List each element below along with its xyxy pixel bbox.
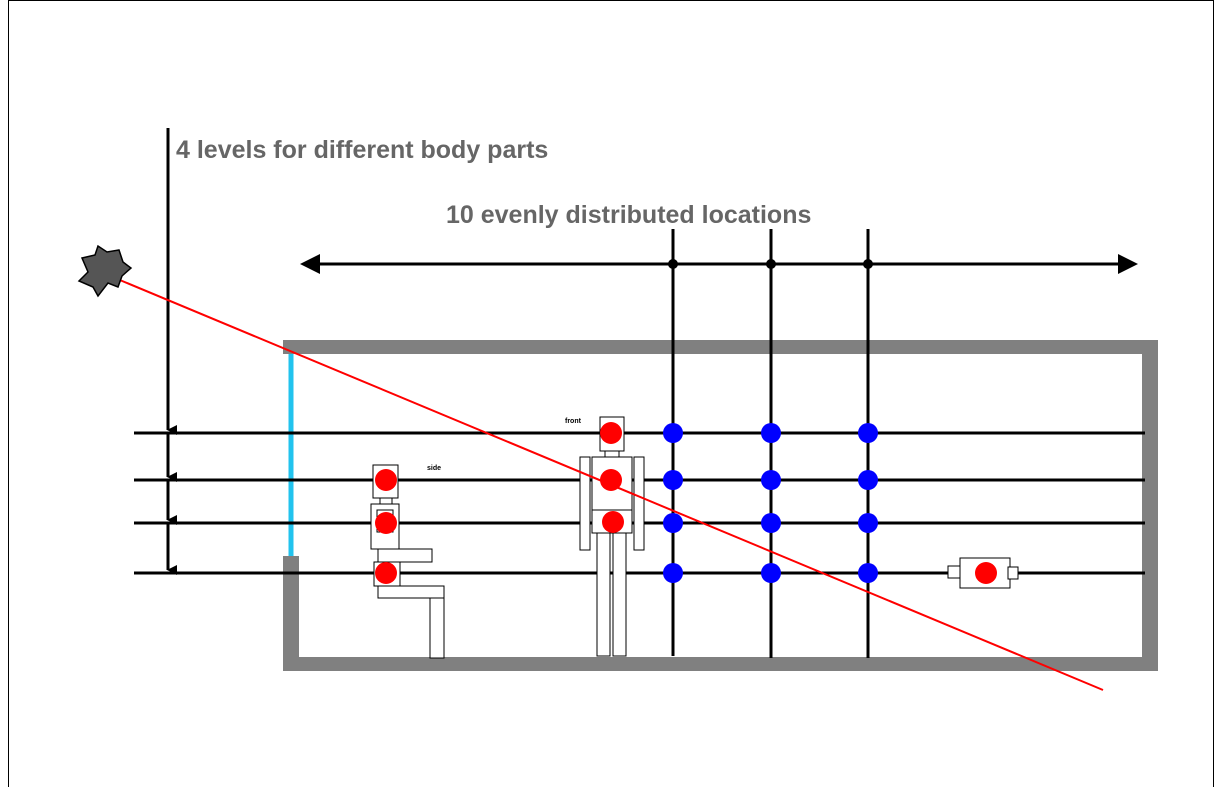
sensor-points	[663, 423, 878, 583]
body-point	[975, 562, 997, 584]
room-wall-bottom	[283, 657, 1158, 671]
front-label: front	[565, 418, 582, 425]
sensor-point	[663, 513, 683, 533]
seated-mannequin-side	[370, 464, 445, 659]
body-point	[602, 511, 624, 533]
sensor-point	[761, 513, 781, 533]
sensor-point	[858, 563, 878, 583]
sensor-point	[858, 513, 878, 533]
location-lines	[671, 229, 870, 658]
sensor-point	[761, 563, 781, 583]
sensor-point	[761, 423, 781, 443]
room-wall-top	[283, 340, 1158, 354]
sensor-point	[663, 563, 683, 583]
levels-title: 4 levels for different body parts	[176, 136, 548, 164]
locations-arrow	[300, 254, 1138, 274]
light-source-icon	[77, 244, 133, 298]
body-point	[600, 469, 622, 491]
body-point	[375, 562, 397, 584]
body-point	[600, 422, 622, 444]
room-wall-right	[1142, 340, 1158, 671]
sensor-point	[858, 470, 878, 490]
locations-title: 10 evenly distributed locations	[446, 201, 811, 229]
room	[283, 340, 1158, 671]
sensor-point	[663, 470, 683, 490]
room-wall-left-lower	[283, 556, 299, 671]
body-point	[375, 512, 397, 534]
light-ray	[114, 277, 1104, 691]
body-point	[375, 469, 397, 491]
standing-mannequin-front	[579, 416, 645, 657]
diagram-slide	[8, 0, 1214, 787]
side-label: side	[427, 465, 441, 472]
sensor-point	[663, 423, 683, 443]
sensor-point	[858, 423, 878, 443]
body-points	[375, 422, 997, 584]
sensor-point	[761, 470, 781, 490]
